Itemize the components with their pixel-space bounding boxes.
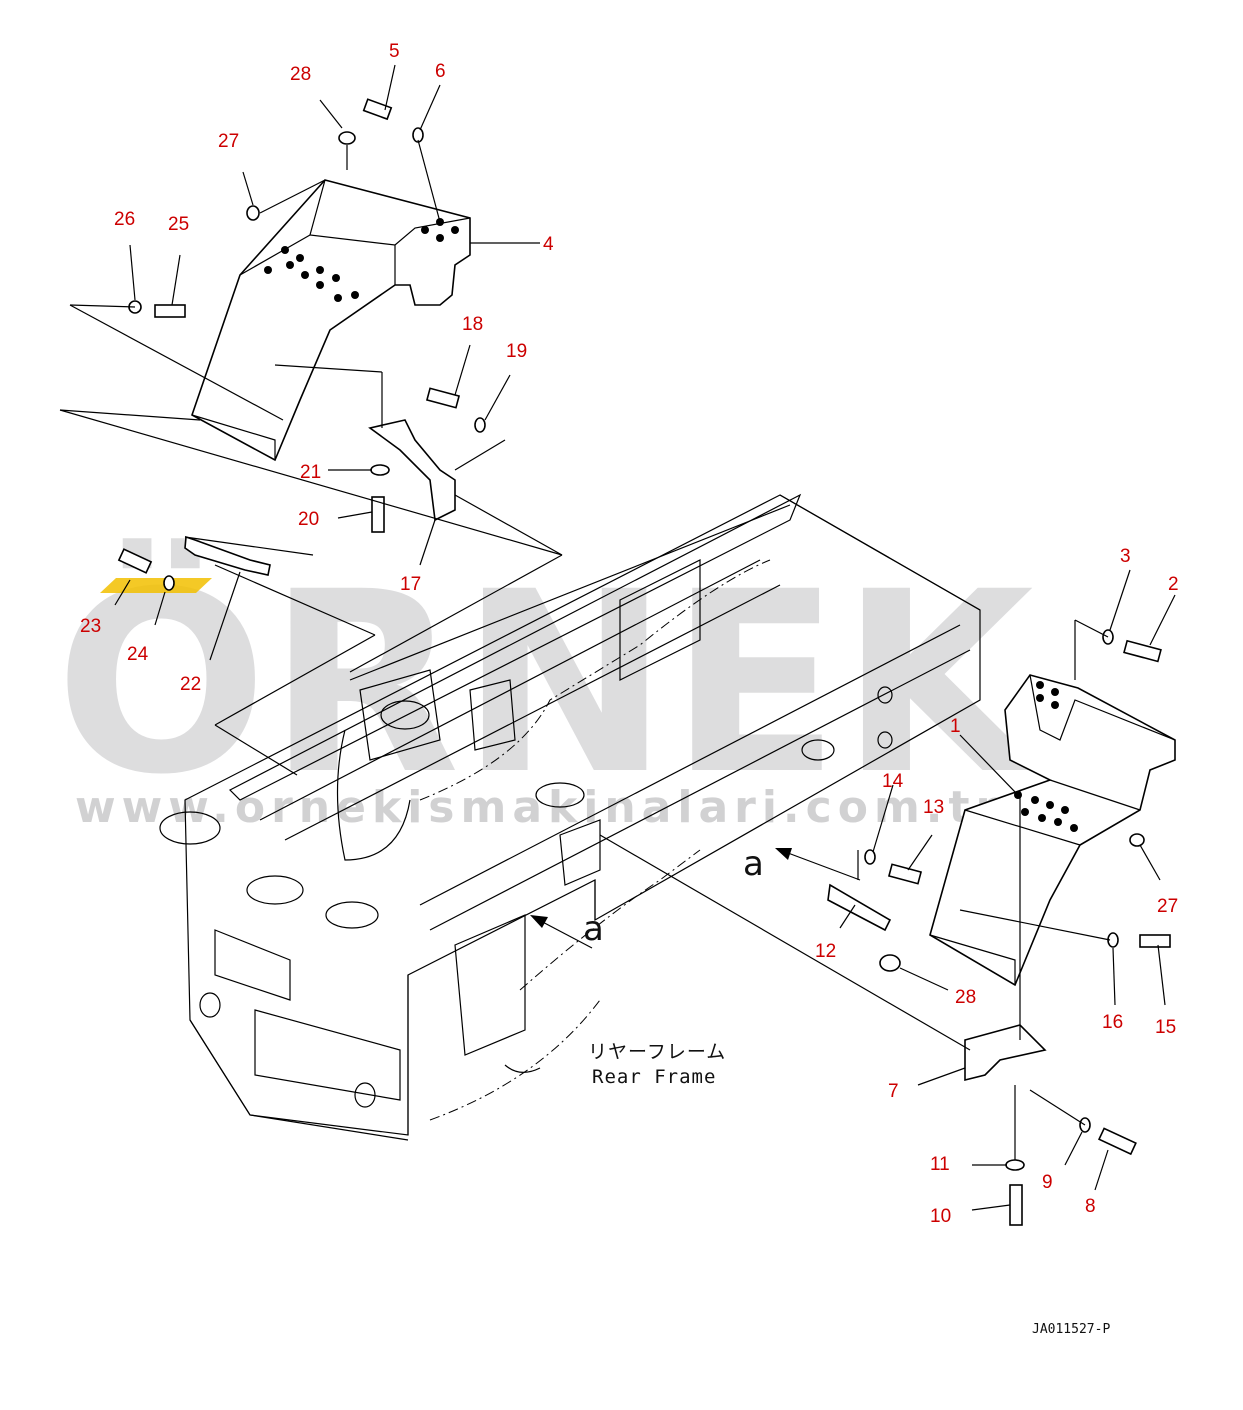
callout-25: 25 [168, 214, 189, 235]
callout-9: 9 [1042, 1172, 1053, 1193]
leader-lines [59, 64, 1176, 1211]
callout-22: 22 [180, 674, 201, 695]
view-a-upper: a [743, 844, 764, 884]
callout-23: 23 [80, 616, 101, 637]
view-a-lower: a [583, 909, 604, 949]
watermark-url-text: www.ornekismakinalari.com.tr [75, 782, 1003, 833]
callout-2: 2 [1168, 574, 1179, 595]
callout-14: 14 [882, 771, 904, 792]
callout-10: 10 [930, 1206, 951, 1227]
callout-11: 11 [930, 1154, 950, 1175]
callout-28-upper: 28 [290, 64, 311, 85]
watermark-main-text: ÖRNEK [55, 538, 1042, 829]
callout-17: 17 [400, 574, 421, 595]
frame-label-english: Rear Frame [592, 1066, 716, 1088]
callout-5: 5 [389, 41, 400, 62]
callout-7: 7 [888, 1081, 899, 1102]
upper-fender [191, 179, 471, 462]
rear-frame [159, 493, 981, 1141]
callout-3: 3 [1120, 546, 1131, 567]
callout-27-lower: 27 [1157, 896, 1178, 917]
callout-4: 4 [543, 234, 554, 255]
callout-8: 8 [1085, 1196, 1096, 1217]
callout-27-upper: 27 [218, 131, 239, 152]
callout-1: 1 [950, 716, 961, 737]
callout-13: 13 [923, 797, 944, 818]
callout-18: 18 [462, 314, 483, 335]
callout-20: 20 [298, 509, 319, 530]
callout-24: 24 [127, 644, 149, 665]
callout-21: 21 [300, 462, 321, 483]
watermark-accent [100, 578, 212, 593]
drawing-id: JA011527-P [1032, 1322, 1110, 1337]
callout-26: 26 [114, 209, 135, 230]
callout-12: 12 [815, 941, 836, 962]
callout-28-lower: 28 [955, 987, 976, 1008]
watermark: ÖRNEK www.ornekismakinalari.com.tr [55, 538, 1042, 833]
frame-label-japanese: リヤーフレーム [588, 1041, 726, 1063]
callout-6: 6 [435, 61, 446, 82]
callout-16: 16 [1102, 1012, 1123, 1033]
callout-19: 19 [506, 341, 527, 362]
callouts: 1 2 3 4 5 6 7 8 9 10 11 12 13 14 15 16 1… [80, 41, 1179, 1227]
labels: a a リヤーフレーム Rear Frame JA011527-P [583, 844, 1110, 1337]
callout-15: 15 [1155, 1017, 1176, 1038]
lower-fender [929, 674, 1176, 987]
